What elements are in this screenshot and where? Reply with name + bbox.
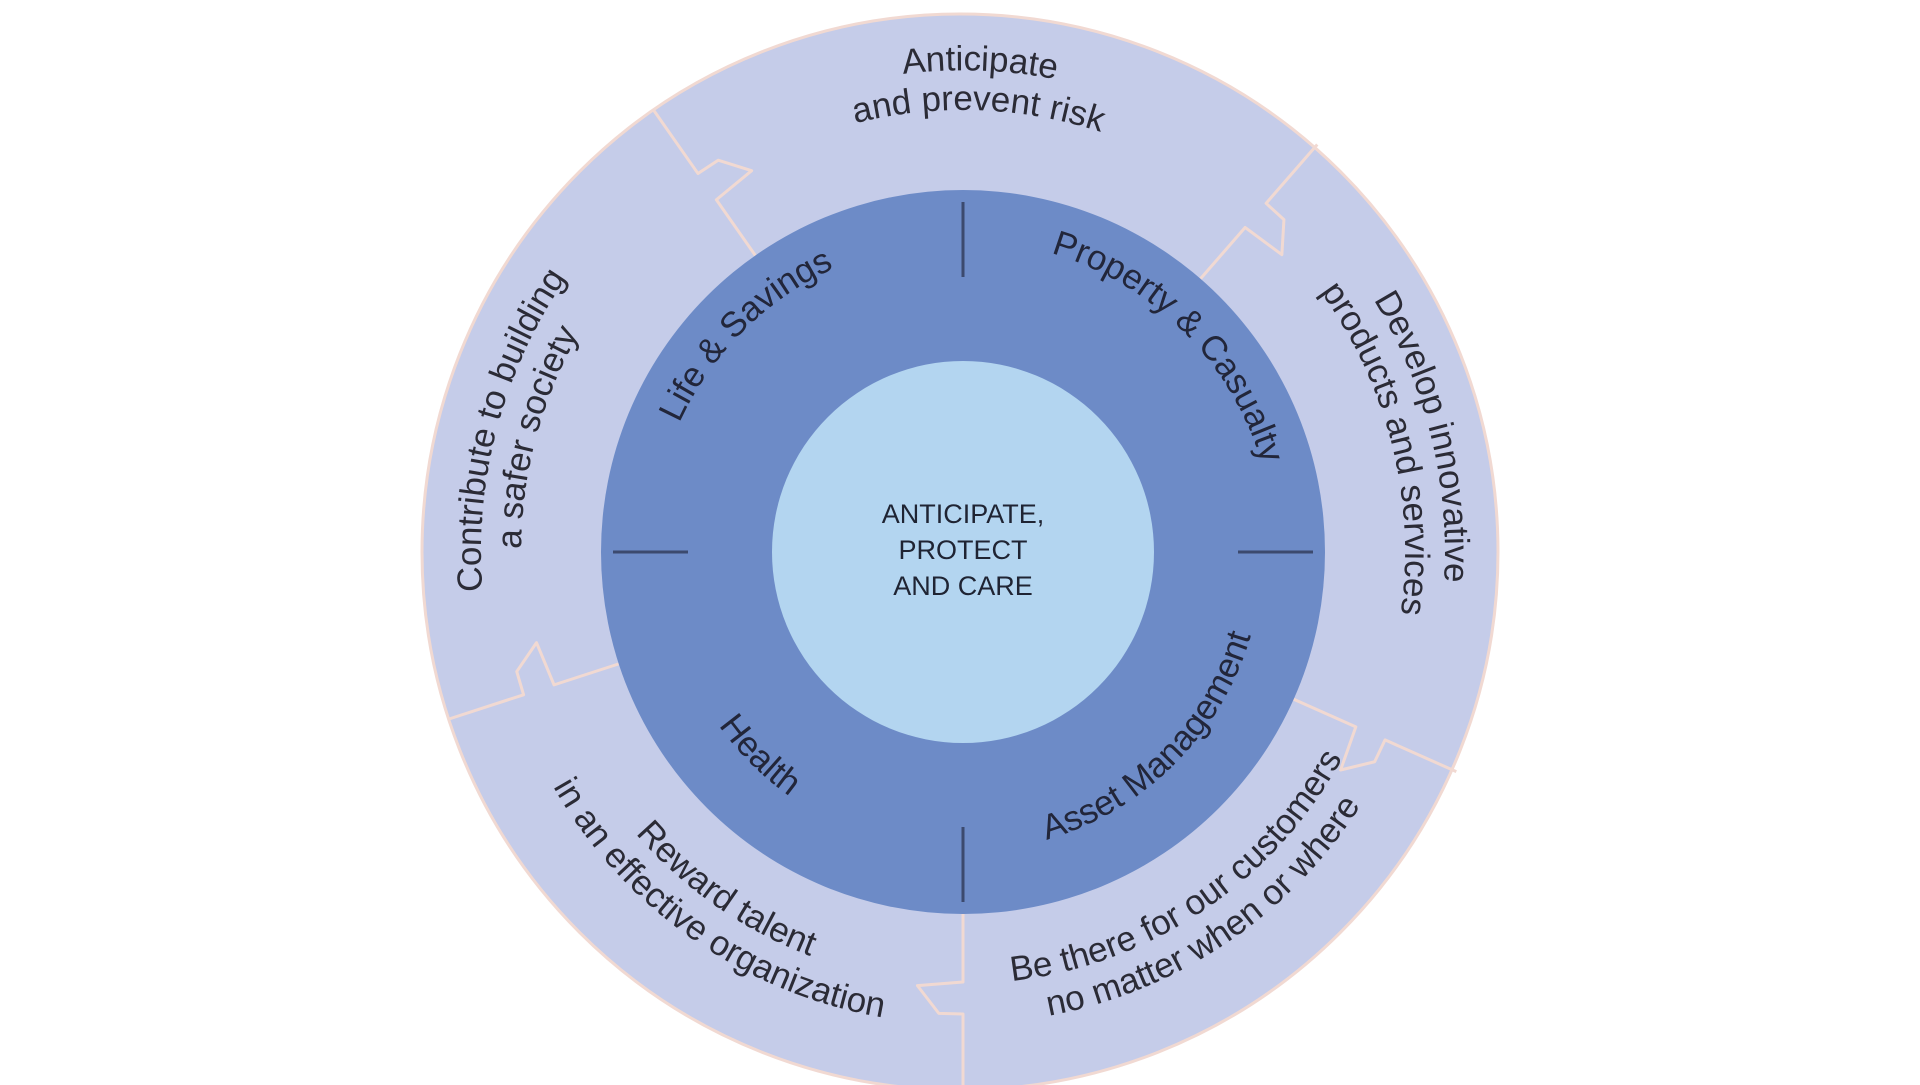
business-lines-dividers	[613, 202, 1313, 902]
center-label: ANTICIPATE, PROTECT AND CARE	[882, 499, 1045, 601]
center-label-line-3: AND CARE	[893, 571, 1033, 601]
commitment-segment-seam	[1199, 143, 1319, 280]
commitment-segment-seam	[448, 641, 620, 721]
outer-ring-border	[420, 12, 1500, 1085]
center-label-line-2: PROTECT	[898, 535, 1027, 565]
center-label-line-1: ANTICIPATE,	[882, 499, 1045, 529]
center-circle	[772, 361, 1154, 743]
commitment-segment-seam	[652, 108, 757, 257]
commitment-segment-seam	[1293, 697, 1457, 774]
commitment-segment-seam	[915, 914, 965, 1085]
outer-ring-seams	[448, 108, 1457, 1085]
